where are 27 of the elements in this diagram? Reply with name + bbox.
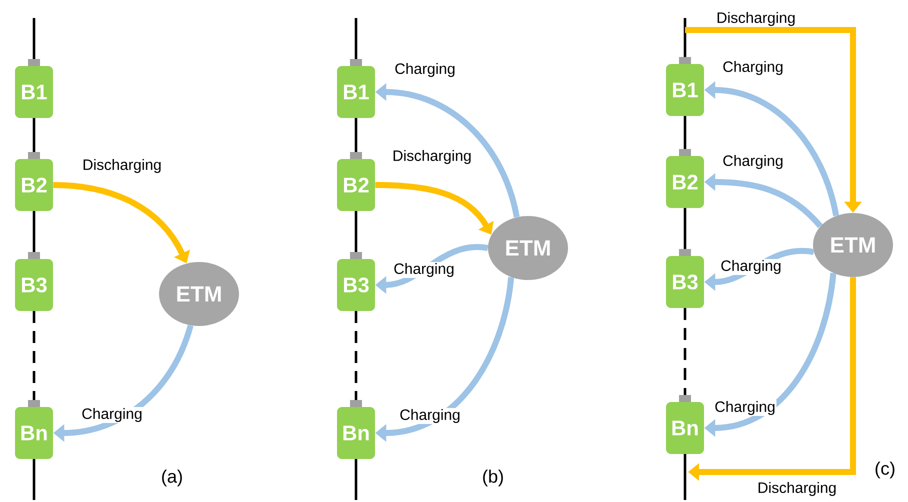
panel-caption: (c) bbox=[876, 462, 894, 478]
battery: B3 bbox=[666, 248, 704, 308]
battery: B1 bbox=[15, 59, 53, 118]
battery: B2 bbox=[666, 148, 704, 208]
battery: B2 bbox=[337, 152, 375, 211]
battery: Bn bbox=[666, 394, 704, 454]
edge-label: Charging bbox=[720, 259, 782, 275]
battery: Bn bbox=[337, 400, 375, 459]
edge-label: Discharging bbox=[715, 11, 797, 27]
edge-label: Charging bbox=[394, 62, 456, 78]
edge-label: Discharging bbox=[756, 481, 838, 497]
battery: B3 bbox=[15, 252, 53, 311]
edge-label: Charging bbox=[714, 400, 776, 416]
edge-label: Discharging bbox=[81, 158, 163, 174]
battery: B1 bbox=[666, 57, 704, 116]
battery: B1 bbox=[337, 59, 375, 118]
edge-label: Charging bbox=[398, 408, 462, 424]
battery: B2 bbox=[15, 152, 53, 211]
panel-caption: (b) bbox=[483, 470, 503, 486]
edge-label: Discharging bbox=[391, 149, 473, 165]
battery: B3 bbox=[337, 252, 375, 311]
edge-label: Charging bbox=[722, 60, 784, 76]
edge-label: Charging bbox=[722, 154, 784, 170]
panel-caption: (a) bbox=[162, 470, 182, 486]
battery: Bn bbox=[15, 400, 53, 459]
edge-label: Charging bbox=[80, 407, 144, 423]
edge-label: Charging bbox=[392, 262, 456, 278]
